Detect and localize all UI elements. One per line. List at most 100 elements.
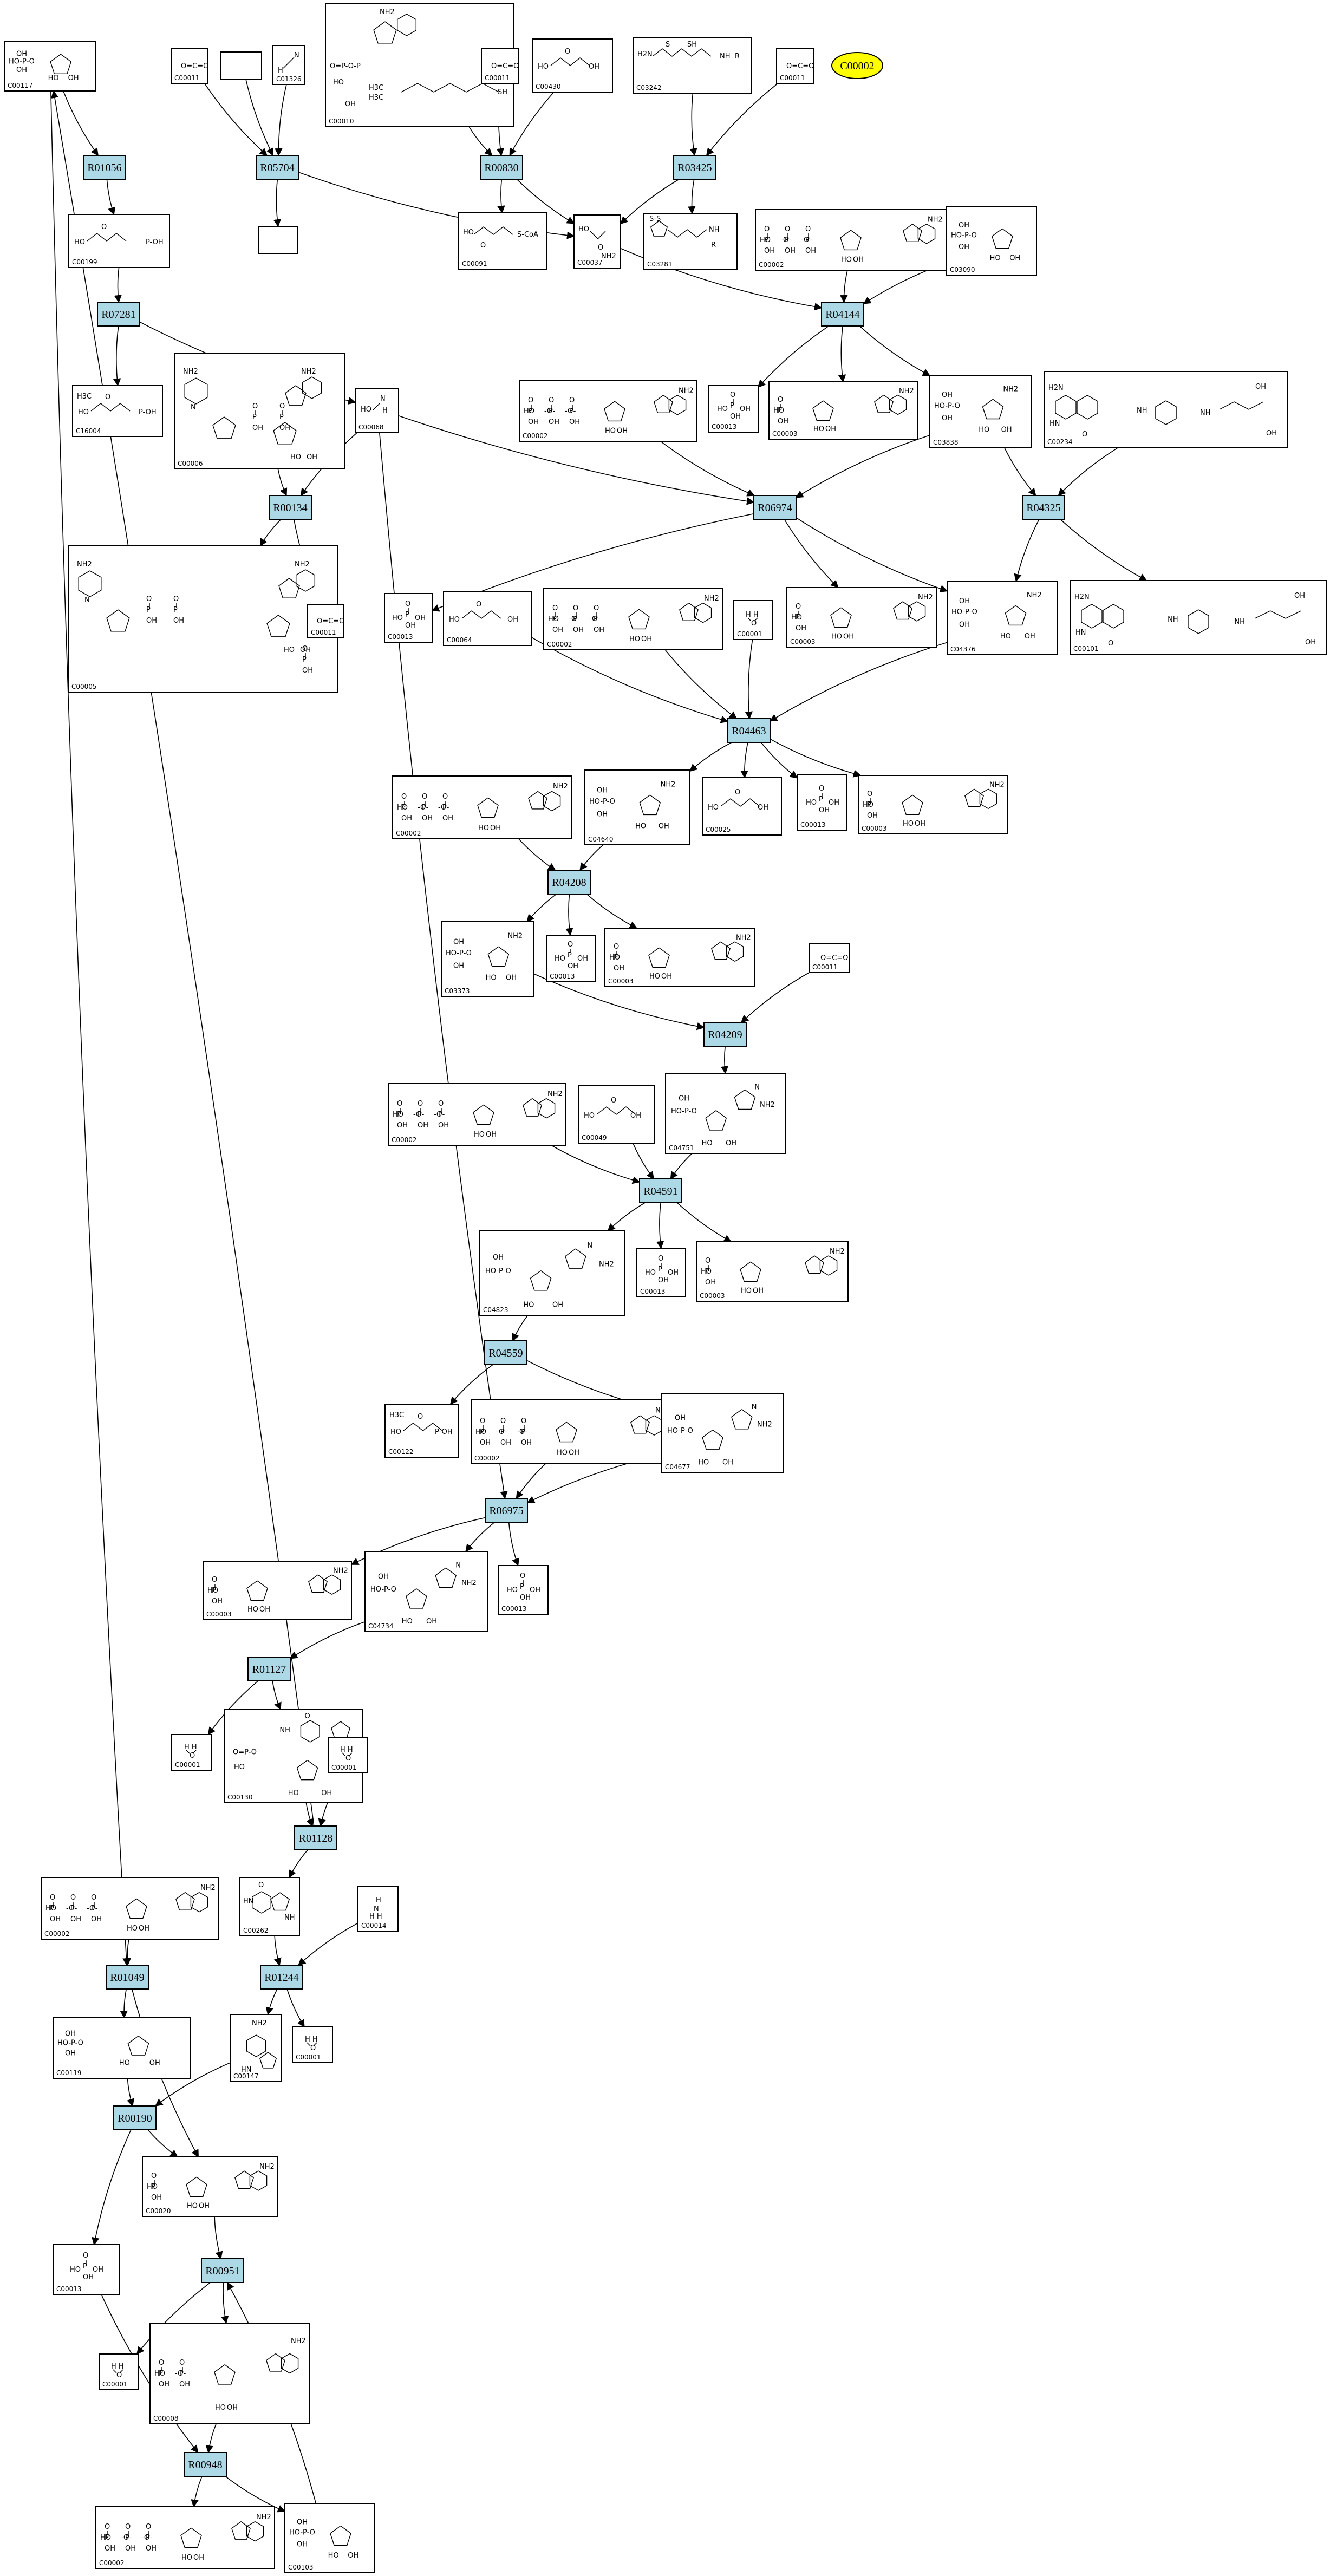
atom-label: HO-P-O bbox=[951, 608, 977, 616]
reaction-node[interactable]: R01056 bbox=[83, 155, 126, 180]
atom-label: P bbox=[568, 951, 572, 960]
reaction-node[interactable]: R04559 bbox=[484, 1340, 527, 1365]
reaction-node[interactable]: R01127 bbox=[247, 1657, 291, 1681]
reaction-node[interactable]: R00134 bbox=[269, 495, 312, 520]
reaction-node[interactable]: R04325 bbox=[1022, 495, 1065, 520]
reaction-node[interactable]: R01049 bbox=[106, 1965, 149, 1990]
reaction-node[interactable]: R00948 bbox=[184, 2452, 227, 2477]
compound-node[interactable] bbox=[258, 226, 298, 254]
highlight-compound[interactable]: C00002 bbox=[831, 52, 883, 79]
atom-label: NH2 bbox=[928, 216, 943, 224]
reaction-node[interactable]: R06974 bbox=[753, 495, 797, 520]
reaction-node[interactable]: R00951 bbox=[201, 2258, 244, 2283]
reaction-node[interactable]: R00830 bbox=[480, 155, 523, 180]
reaction-node[interactable]: R06975 bbox=[485, 1498, 528, 1523]
atom-label: O=C=O bbox=[786, 62, 814, 70]
atom-label: N bbox=[455, 1562, 461, 1570]
reaction-node[interactable]: R04209 bbox=[703, 1022, 747, 1047]
pathway-edge bbox=[50, 90, 131, 1966]
compound-node[interactable] bbox=[220, 51, 262, 80]
reaction-node[interactable]: R01244 bbox=[260, 1965, 303, 1990]
reaction-node[interactable]: R03425 bbox=[673, 155, 716, 180]
reaction-node[interactable]: R07281 bbox=[97, 302, 140, 327]
reaction-node[interactable]: R00190 bbox=[113, 2105, 157, 2130]
atom-label: -O- bbox=[121, 2534, 132, 2542]
reaction-node[interactable]: R04208 bbox=[547, 870, 591, 895]
reaction-node[interactable]: R04144 bbox=[821, 302, 864, 327]
reaction-node[interactable]: R04463 bbox=[727, 718, 771, 743]
compound-id-label: C00014 bbox=[361, 1922, 387, 1929]
reaction-node[interactable]: R05704 bbox=[256, 155, 299, 180]
reaction-node[interactable]: R04591 bbox=[639, 1178, 682, 1203]
atom-label: OH bbox=[345, 100, 356, 108]
reaction-node[interactable]: R01128 bbox=[294, 1825, 337, 1850]
